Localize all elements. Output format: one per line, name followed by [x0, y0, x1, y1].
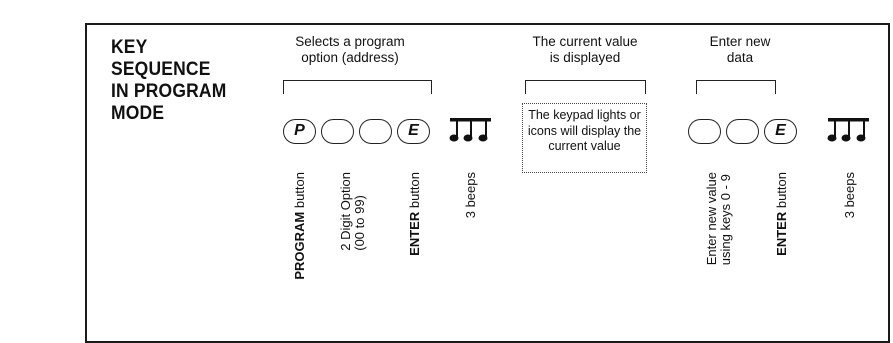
program-key-letter: P — [294, 122, 305, 139]
enter-label-bold: ENTER — [407, 211, 422, 256]
enter-key-letter: E — [408, 122, 419, 139]
digit-key-2 — [359, 119, 392, 144]
program-label-bold: PROGRAM — [292, 211, 307, 280]
new-digit-key-1 — [688, 119, 721, 144]
enter-key: E — [397, 119, 430, 144]
value-box-line-3: current value — [548, 139, 621, 153]
option-label-line-1: 2 Digit Option — [338, 172, 353, 251]
select-option-bracket — [283, 80, 432, 94]
value-box-line-1: The keypad lights or — [528, 108, 641, 122]
program-key: P — [283, 119, 316, 144]
section-heading: KEY SEQUENCE IN PROGRAM MODE — [111, 37, 231, 125]
current-caption-line-2: is displayed — [549, 50, 621, 65]
option-label-line-2: (00 to 99) — [352, 195, 367, 251]
current-value-box: The keypad lights or icons will display … — [522, 103, 647, 173]
enter2-label-bold: ENTER — [774, 211, 789, 256]
digit-option-label: 2 Digit Option (00 to 99) — [338, 172, 367, 251]
program-button-label: PROGRAM button — [292, 172, 307, 280]
enter-data-bracket — [696, 80, 776, 94]
enter-data-caption: Enter new data — [690, 34, 790, 66]
current-value-caption: The current value is displayed — [520, 34, 650, 66]
value-box-line-2: icons will display the — [527, 123, 642, 138]
select-option-caption: Selects a program option (address) — [270, 34, 430, 66]
new-value-line-2: using keys 0 - 9 — [718, 174, 733, 266]
new-value-line-1: Enter new value — [704, 172, 719, 266]
digit-key-1 — [321, 119, 354, 144]
enter-key-2: E — [764, 119, 797, 144]
current-caption-line-1: The current value — [532, 34, 638, 49]
enter-caption-line-2: data — [726, 50, 754, 65]
heading-line-3: MODE — [111, 103, 165, 124]
enter-label-rest: button — [407, 172, 422, 212]
new-value-label: Enter new value using keys 0 - 9 — [704, 172, 733, 266]
enter2-label-rest: button — [774, 172, 789, 212]
beeps-label-2: 3 beeps — [842, 172, 857, 219]
new-digit-key-2 — [726, 119, 759, 144]
program-label-rest: button — [292, 172, 307, 212]
heading-line-1: KEY SEQUENCE — [111, 37, 211, 80]
triple-note-icon — [827, 118, 869, 142]
triple-note-icon — [449, 118, 491, 142]
enter-caption-line-1: Enter new — [709, 34, 771, 49]
beeps-label-1: 3 beeps — [463, 172, 478, 219]
enter-key-2-letter: E — [775, 122, 786, 139]
current-value-bracket — [525, 80, 646, 94]
select-caption-line-2: option (address) — [301, 50, 399, 65]
enter-button-label-2: ENTER button — [774, 172, 789, 256]
enter-button-label: ENTER button — [407, 172, 422, 256]
heading-line-2: IN PROGRAM — [111, 81, 227, 102]
select-caption-line-1: Selects a program — [295, 34, 405, 49]
